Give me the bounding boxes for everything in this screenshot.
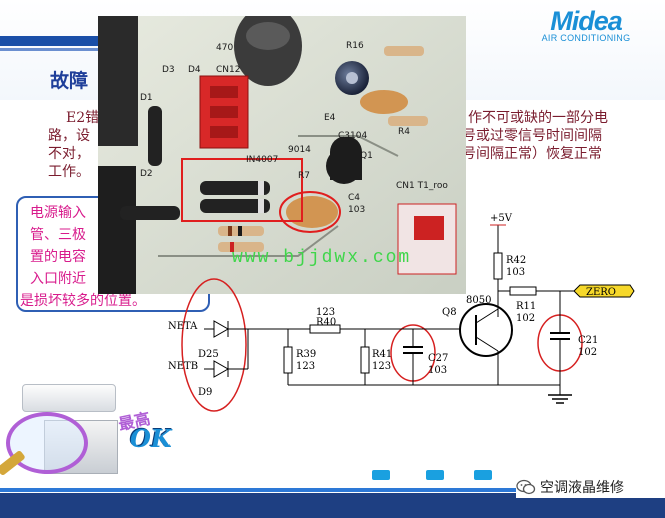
c27-value: 103: [428, 365, 447, 376]
footer-line: [0, 488, 665, 492]
callout-line: 置的电容: [30, 249, 86, 265]
r11-value: 102: [516, 313, 535, 324]
callout-line: 管、三极: [30, 227, 86, 243]
r39-label: R39: [296, 349, 316, 360]
pcb-label: IN4007: [246, 155, 278, 165]
wechat-watermark: 空调液晶维修: [516, 476, 665, 498]
channel-name: 空调液晶维修: [540, 480, 624, 496]
body-line-1: E2错: [66, 110, 100, 126]
midea-logo: Midea AIR CONDITIONING: [512, 6, 660, 62]
zero-crossing-schematic: +5V R42 103 8050 Q8 R11 102 ZERO C21 102: [168, 213, 635, 412]
callout-line: 是损坏较多的位置。: [20, 293, 146, 309]
pcb-label: E4: [324, 113, 336, 123]
c21-value: 102: [578, 347, 597, 358]
callout-line: 入口附近: [30, 271, 86, 287]
r11-label: R11: [516, 301, 536, 312]
nav-button-1[interactable]: [372, 470, 390, 480]
pcb-label: R16: [346, 41, 364, 51]
ac-unit-image: [22, 384, 116, 412]
pcb-label: CN1 T1_roo: [396, 181, 448, 191]
pcb-label: R4: [398, 127, 410, 137]
pcb-label: D2: [140, 169, 153, 179]
logo-brand: Midea: [550, 6, 623, 36]
nav-button-2[interactable]: [426, 470, 444, 480]
neta-label: NETA: [168, 321, 198, 332]
pcb-label: Q1: [360, 151, 373, 161]
logo-tagline: AIR CONDITIONING: [541, 33, 631, 43]
pcb-label: D1: [140, 93, 153, 103]
body-line-4: 工作。: [48, 164, 90, 180]
body-right-line-1: 作不可或缺的一部分电: [468, 110, 608, 126]
q8-part: 8050: [466, 295, 491, 306]
callout-line: 电源输入: [30, 205, 86, 221]
c21-label: C21: [578, 335, 598, 346]
q8-ref: Q8: [442, 307, 457, 318]
pcb-label: C4: [348, 193, 360, 203]
magnifier-icon: [6, 412, 88, 474]
zero-net-label: ZERO: [586, 287, 616, 298]
pcb-label: 103: [348, 205, 365, 215]
netb-label: NETB: [168, 361, 198, 372]
body-right-line-2: 号或过零信号时间间隔: [462, 128, 602, 144]
c27-label: C27: [428, 353, 448, 364]
pcb-label: 470: [216, 43, 233, 53]
r42-value: 103: [506, 267, 525, 278]
body-line-3: 不对，: [48, 146, 90, 162]
body-right-line-3: 号间隔正常）恢复正常: [462, 146, 602, 162]
callout-text: 电源输入 管、三极 置的电容 入口附近 是损坏较多的位置。: [20, 202, 146, 312]
d9-label: D9: [198, 387, 212, 398]
pcb-label: CN12: [216, 65, 240, 75]
ok-label: OK: [130, 424, 172, 453]
r41-label: R41: [372, 349, 392, 360]
pcb-label: D3: [162, 65, 175, 75]
slide-title: 故障: [50, 70, 89, 92]
vcc-label: +5V: [490, 213, 513, 224]
nav-button-3[interactable]: [474, 470, 492, 480]
pcb-photo-drawing: D3 D4 CN12 470 R16 D1 D2 E4 C3104 R4 IN4…: [98, 16, 466, 294]
pcb-label: D4: [188, 65, 201, 75]
watermark: www.bjjdwx.com: [232, 248, 412, 268]
pcb-label: 9014: [288, 145, 311, 155]
r42-label: R42: [506, 255, 526, 266]
wechat-icon: [516, 479, 536, 495]
pcb-label: R7: [298, 171, 310, 181]
pcb-photo: D3 D4 CN12 470 R16 D1 D2 E4 C3104 R4 IN4…: [98, 16, 466, 294]
r40-label: R40: [316, 317, 336, 328]
r39-value: 123: [296, 361, 315, 372]
body-line-2: 路，设: [48, 128, 90, 144]
r40-value: 123: [316, 307, 335, 318]
pcb-label: C3104: [338, 131, 367, 141]
d25-label: D25: [198, 349, 219, 360]
r41-value: 123: [372, 361, 391, 372]
